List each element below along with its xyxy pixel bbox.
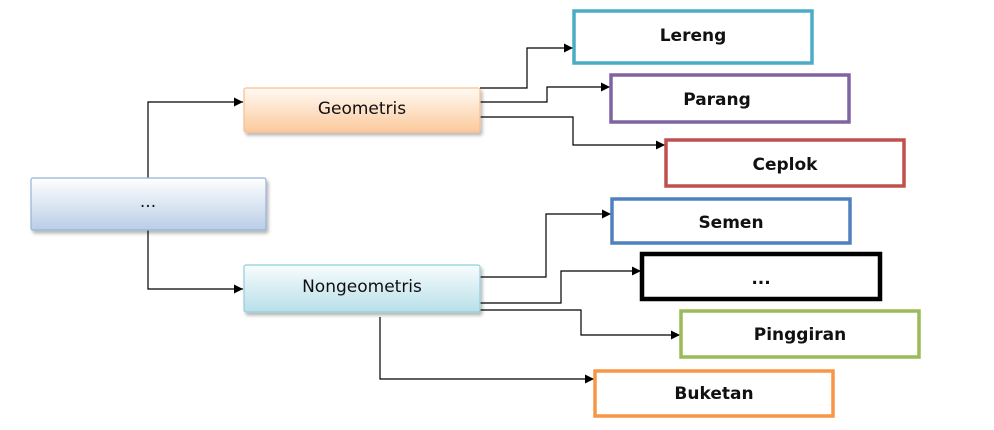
root-node-label: ... — [140, 192, 156, 212]
connector-nongeometris-unknown — [480, 266, 641, 304]
leaf-node-parang: Parang — [609, 73, 851, 124]
leaf-node-pinggiran: Pinggiran — [679, 309, 921, 359]
category-label-geometris: Geometris — [318, 99, 406, 119]
leaf-label-unknown: ... — [751, 269, 770, 289]
leaf-node-unknown: ... — [639, 251, 883, 302]
connector-nongeometris-pinggiran — [480, 309, 680, 340]
connector-nongeometris-semen — [480, 209, 611, 278]
leaf-label-parang: Parang — [683, 90, 751, 110]
leaf-node-lereng: Lereng — [572, 9, 814, 65]
connector-geometris-lereng — [480, 43, 573, 89]
category-node-geometris: Geometris — [243, 87, 481, 133]
leaf-label-buketan: Buketan — [674, 384, 753, 404]
leaf-label-semen: Semen — [698, 213, 763, 233]
leaf-node-semen: Semen — [610, 197, 852, 245]
leaf-node-ceplok: Ceplok — [664, 138, 906, 188]
leaf-label-ceplok: Ceplok — [753, 155, 819, 175]
leaf-label-pinggiran: Pinggiran — [754, 325, 847, 345]
root-node: ... — [30, 177, 267, 231]
connectors — [147, 43, 680, 384]
leaf-label-lereng: Lereng — [660, 26, 727, 46]
category-label-nongeometris: Nongeometris — [302, 277, 422, 297]
connector-root-nongeometris — [147, 230, 243, 294]
leaf-node-buketan: Buketan — [593, 369, 835, 418]
connector-root-geometris — [147, 97, 243, 178]
connector-geometris-parang — [480, 82, 610, 103]
category-node-nongeometris: Nongeometris — [243, 264, 481, 313]
connector-geometris-ceplok — [480, 116, 665, 150]
connector-nongeometris-buketan — [379, 317, 594, 384]
